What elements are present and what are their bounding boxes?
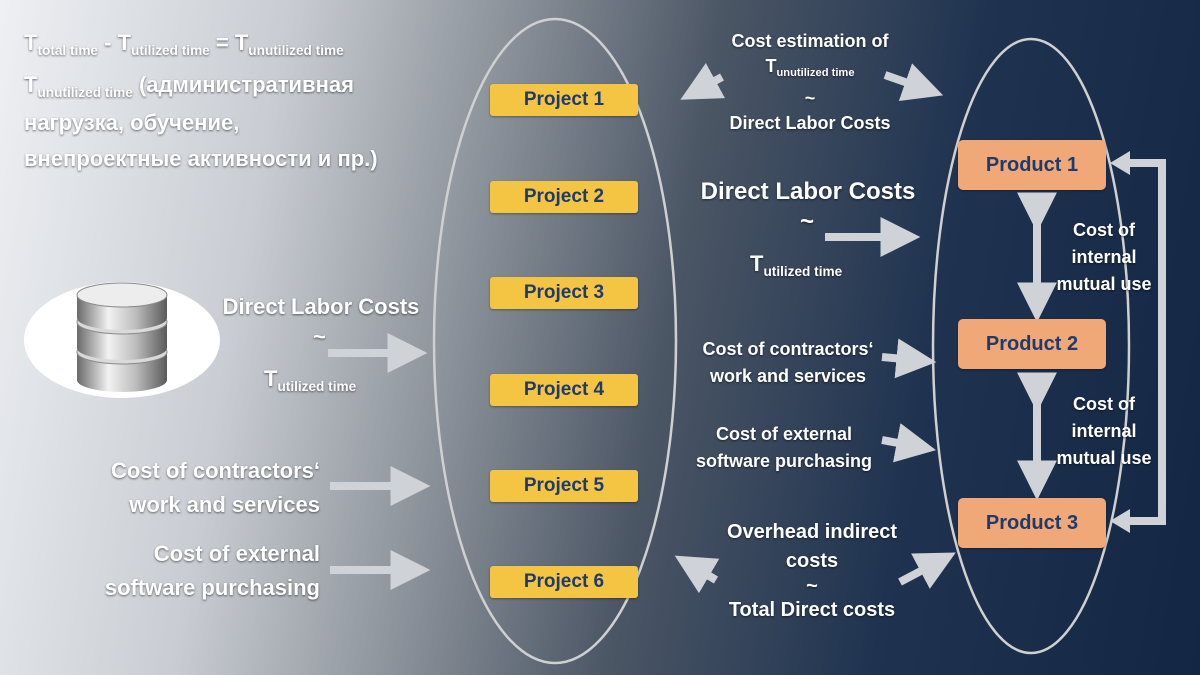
product-1-box: Product 1: [958, 140, 1106, 190]
middle-labor-costs-label: Direct Labor Costs ~: [700, 178, 916, 235]
left-labor-costs-label: Direct Labor Costs ~: [222, 294, 420, 349]
formula-line-1: Ttotal time - Tutilized time = Tunutiliz…: [24, 30, 344, 58]
middle-contractors-label: Cost of contractors‘ work and services: [702, 339, 874, 386]
project-3-box: Project 3: [490, 277, 638, 309]
project-1-box: Project 1: [490, 84, 638, 116]
formula-line-3: нагрузка, обучение,: [24, 110, 240, 135]
project-5-box: Project 5: [490, 470, 638, 502]
project-4-box: Project 4: [490, 374, 638, 406]
left-software-label: Cost of external software purchasing: [104, 541, 320, 600]
arrow-middle-software: [881, 423, 937, 463]
middle-utilized-time-label: Tutilized time: [750, 251, 843, 279]
database-icon: [24, 282, 220, 398]
project-2-box: Project 2: [490, 181, 638, 213]
arrow-product3-to-product1: [1110, 151, 1166, 533]
arrow-overhead-to-products: [898, 552, 956, 589]
left-utilized-time-label: Tutilized time: [264, 366, 357, 394]
project-6-box: Project 6: [490, 566, 638, 598]
overhead-costs-label: Overhead indirect costs ~ Total Direct c…: [726, 521, 898, 621]
arrow-estimation-to-projects: [680, 63, 726, 100]
left-contractors-label: Cost of contractors‘ work and services: [110, 458, 320, 517]
product-3-box: Product 3: [958, 498, 1106, 548]
cost-estimation-label: Cost estimation of Tunutilized time ~ Di…: [729, 31, 891, 133]
formula-line-4: внепроектные активности и пр.): [24, 146, 378, 171]
projects-ellipse: [432, 17, 678, 665]
arrow-overhead-to-projects: [674, 555, 720, 594]
arrow-estimation-to-products: [883, 63, 944, 102]
arrow-middle-contractors: [881, 338, 937, 379]
mutual-use-label-2: Cost of internal mutual use: [1056, 394, 1152, 468]
mutual-use-label-1: Cost of internal mutual use: [1056, 220, 1152, 294]
middle-software-label: Cost of external software purchasing: [695, 424, 873, 471]
product-2-box: Product 2: [958, 319, 1106, 369]
formula-line-2: Tunutilized time (административная: [24, 72, 354, 100]
